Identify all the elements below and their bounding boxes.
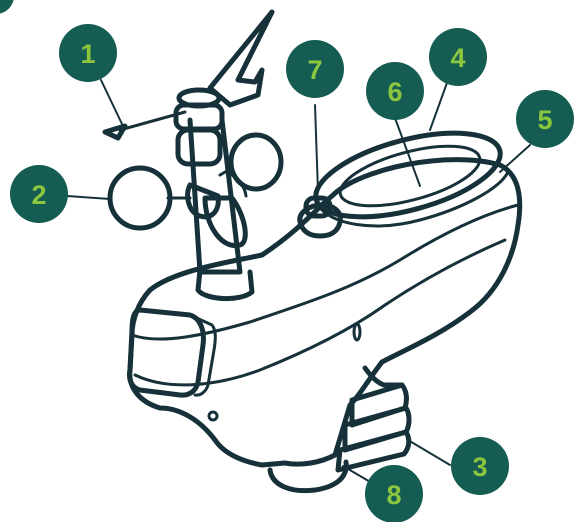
callout-6-label: 6 <box>387 77 402 107</box>
callout-badge-1: 1 <box>59 24 117 82</box>
callout-badge-5: 5 <box>516 90 574 148</box>
callout-badge-2: 2 <box>10 165 68 223</box>
callout-4-label: 4 <box>450 43 465 73</box>
partial-badge-corner <box>0 0 14 14</box>
leader-lines <box>67 80 530 483</box>
callout-8-label: 8 <box>386 480 401 510</box>
callout-badge-8: 8 <box>365 465 423 522</box>
callout-3-label: 3 <box>472 452 487 482</box>
callout-badge-7: 7 <box>286 40 344 98</box>
callout-7-label: 7 <box>307 55 322 85</box>
callout-2-label: 2 <box>31 180 46 210</box>
callout-badge-4: 4 <box>429 28 487 86</box>
callout-badge-6: 6 <box>366 62 424 120</box>
callout-badge-3: 3 <box>451 437 509 495</box>
callout-1-label: 1 <box>80 39 95 69</box>
callout-5-label: 5 <box>537 105 552 135</box>
